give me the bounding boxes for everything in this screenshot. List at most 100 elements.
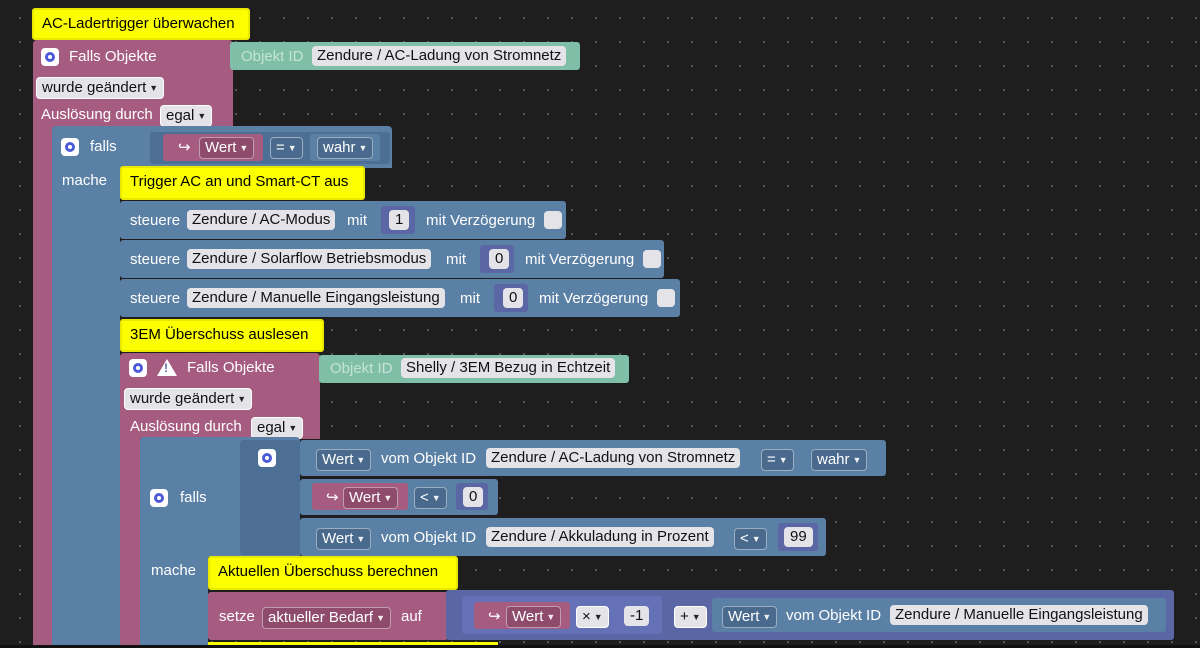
plus-dropdown[interactable]: +▼: [674, 606, 707, 629]
chevron-down-icon: ▼: [356, 534, 366, 545]
chevron-down-icon: ▼: [852, 455, 862, 466]
changed-dropdown[interactable]: wurde geändert▼: [36, 77, 165, 100]
comment-trigger-ac[interactable]: Trigger AC an und Smart-CT aus: [120, 166, 365, 200]
bool-text: wahr: [323, 139, 356, 156]
gear-icon[interactable]: [41, 48, 59, 66]
value-text: Wert: [512, 608, 544, 625]
value-dropdown[interactable]: Wert▼: [199, 137, 255, 160]
comment-text: AC-Ladertrigger überwachen: [42, 15, 235, 32]
chevron-down-icon: ▼: [383, 493, 393, 504]
bottom-bar: [0, 645, 1200, 648]
comment-calc[interactable]: Aktuellen Überschuss berechnen: [208, 556, 458, 590]
bool-text: wahr: [817, 451, 850, 468]
control-delay-label: mit Verzögerung: [426, 212, 536, 229]
comment-text: Trigger AC an und Smart-CT aus: [130, 173, 349, 190]
changed-value: wurde geändert: [42, 79, 147, 96]
value-text: Wert: [322, 530, 354, 547]
operator-dropdown[interactable]: <▼: [734, 528, 767, 551]
gear-icon[interactable]: [150, 489, 168, 507]
trigger-label: Falls Objekte: [69, 48, 157, 65]
chevron-down-icon: ▼: [691, 612, 701, 623]
trigger-by-dropdown[interactable]: egal▼: [160, 105, 213, 128]
return-arrow-icon: ↪: [488, 608, 501, 625]
comment-ac-trigger[interactable]: AC-Ladertrigger überwachen: [32, 8, 250, 40]
number-field[interactable]: 0: [503, 288, 524, 308]
control-target-field[interactable]: Zendure / Manuelle Eingangsleistung: [187, 288, 445, 308]
event-block-spine: [33, 126, 53, 648]
control-with-label: mit: [460, 290, 480, 307]
control-target-field[interactable]: Zendure / Solarflow Betriebsmodus: [187, 249, 432, 269]
if-block-body: [52, 166, 120, 648]
chevron-down-icon: ▼: [149, 83, 159, 94]
return-arrow-icon: ↪: [178, 139, 191, 156]
value-dropdown[interactable]: Wert▼: [343, 487, 399, 510]
operator-dropdown[interactable]: =▼: [761, 449, 794, 472]
return-arrow-icon: ↪: [326, 489, 339, 506]
control-target-field[interactable]: Zendure / AC-Modus: [187, 210, 336, 230]
comment-3em[interactable]: 3EM Überschuss auslesen: [120, 319, 324, 352]
plus-text: +: [680, 608, 689, 625]
value-text: Wert: [205, 139, 237, 156]
object-field[interactable]: Zendure / Akkuladung in Prozent: [486, 527, 714, 547]
value-dropdown[interactable]: Wert▼: [316, 449, 372, 472]
trigger-by-value: egal: [257, 419, 286, 436]
value-text: Wert: [322, 451, 354, 468]
chevron-down-icon: ▼: [288, 423, 298, 434]
value-dropdown[interactable]: Wert▼: [722, 606, 778, 629]
gear-icon[interactable]: [129, 359, 147, 377]
number-field[interactable]: 1: [389, 210, 410, 230]
event-block-3em-spine: [120, 437, 140, 648]
object-id-label: Objekt ID: [330, 360, 393, 377]
operator-dropdown[interactable]: <▼: [414, 487, 447, 510]
object-field[interactable]: Zendure / AC-Ladung von Stromnetz: [486, 448, 741, 468]
control-label: steuere: [130, 290, 181, 307]
from-object-label: vom Objekt ID: [786, 607, 882, 624]
multiply-text: ×: [582, 608, 591, 625]
operator-text: <: [740, 530, 749, 547]
operator-text: <: [420, 489, 429, 506]
trigger-by-label: Auslösung durch: [41, 106, 153, 123]
bool-dropdown[interactable]: wahr▼: [317, 137, 374, 160]
changed-dropdown[interactable]: wurde geändert▼: [124, 388, 253, 411]
chevron-down-icon: ▼: [762, 612, 772, 623]
value-dropdown[interactable]: Wert▼: [316, 528, 372, 551]
object-id-field[interactable]: Zendure / AC-Ladung von Stromnetz: [312, 46, 567, 66]
object-field[interactable]: Zendure / Manuelle Eingangsleistung: [890, 605, 1148, 625]
number-field[interactable]: 0: [489, 249, 510, 269]
gear-icon[interactable]: [61, 138, 79, 156]
number-field[interactable]: 99: [784, 527, 813, 547]
chevron-down-icon: ▼: [751, 534, 761, 545]
object-id-field[interactable]: Shelly / 3EM Bezug in Echtzeit: [401, 358, 616, 378]
bool-dropdown[interactable]: wahr▼: [811, 449, 868, 472]
chevron-down-icon: ▼: [358, 143, 368, 154]
object-id-label: Objekt ID: [241, 48, 304, 65]
delay-checkbox[interactable]: [643, 250, 661, 268]
comment-text: 3EM Überschuss auslesen: [130, 326, 309, 343]
number-field[interactable]: 0: [463, 487, 484, 507]
delay-checkbox[interactable]: [544, 211, 562, 229]
warning-icon: [157, 359, 177, 376]
multiply-dropdown[interactable]: ×▼: [576, 606, 609, 629]
gear-icon[interactable]: [258, 449, 276, 467]
chevron-down-icon: ▼: [356, 455, 366, 466]
chevron-down-icon: ▼: [431, 493, 441, 504]
operator-dropdown[interactable]: =▼: [270, 137, 303, 160]
variable-dropdown[interactable]: aktueller Bedarf▼: [262, 607, 391, 630]
trigger-by-label: Auslösung durch: [130, 418, 242, 435]
chevron-down-icon: ▼: [287, 143, 297, 154]
if-label: falls: [90, 138, 117, 155]
chevron-down-icon: ▼: [239, 143, 249, 154]
if-block-2-body: [140, 555, 208, 648]
chevron-down-icon: ▼: [593, 612, 603, 623]
operator-text: =: [276, 139, 285, 156]
value-text: Wert: [349, 489, 381, 506]
number-field[interactable]: -1: [624, 606, 650, 626]
comment-text: Aktuellen Überschuss berechnen: [218, 563, 439, 580]
control-label: steuere: [130, 212, 181, 229]
if-label: falls: [180, 489, 207, 506]
control-label: steuere: [130, 251, 181, 268]
value-dropdown[interactable]: Wert▼: [506, 606, 562, 629]
delay-checkbox[interactable]: [657, 289, 675, 307]
trigger-by-dropdown[interactable]: egal▼: [251, 417, 304, 440]
value-text: Wert: [728, 608, 760, 625]
